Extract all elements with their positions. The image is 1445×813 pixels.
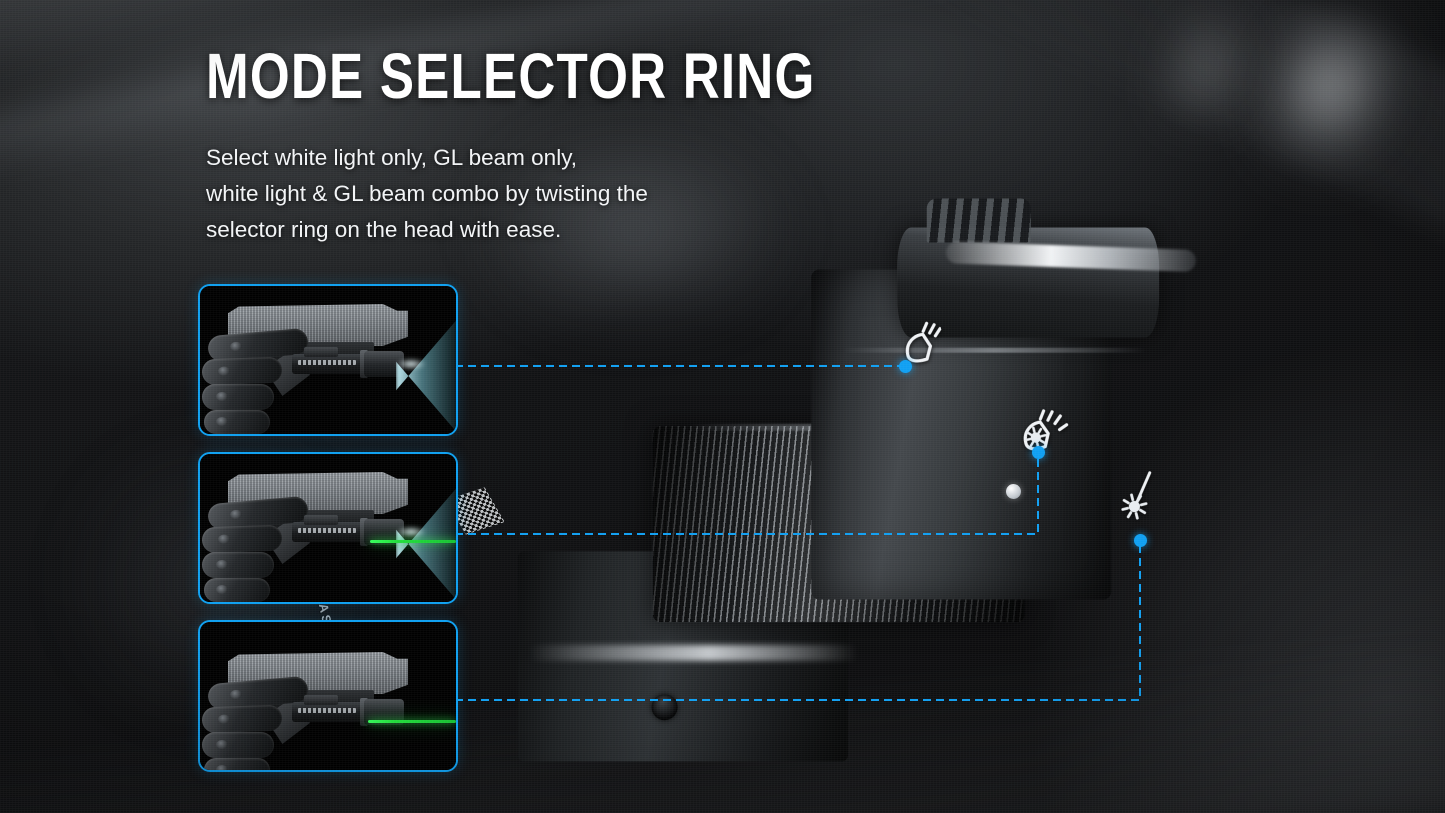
weapon-light <box>292 347 404 378</box>
bezel-crenellation <box>926 198 1031 243</box>
mode-preview-gl-beam[interactable] <box>198 620 458 772</box>
description-line: selector ring on the head with ease. <box>206 217 562 242</box>
description-text: Select white light only, GL beam only, w… <box>206 140 806 248</box>
gloved-hand <box>201 495 312 602</box>
connector-dot-combo <box>1032 446 1045 459</box>
preview-scene <box>200 622 456 770</box>
page-title: MODE SELECTOR RING <box>206 40 816 112</box>
green-laser-beam <box>370 540 456 543</box>
connector-dot-laser <box>1134 534 1147 547</box>
connector-dot-white <box>899 360 912 373</box>
preview-scene <box>200 454 456 602</box>
head-edge-highlight <box>841 347 1148 353</box>
beam-hotspot <box>396 358 426 370</box>
gloved-hand <box>201 327 312 434</box>
green-laser-beam <box>368 720 456 723</box>
description-line: white light & GL beam combo by twisting … <box>206 181 648 206</box>
gloved-hand <box>201 675 312 770</box>
preview-scene <box>200 286 456 434</box>
selector-position-indicator-dot <box>1006 484 1021 499</box>
description-line: Select white light only, GL beam only, <box>206 145 578 170</box>
beam-hotspot <box>396 526 426 538</box>
body-specular-highlight <box>527 644 858 661</box>
mode-preview-white-light[interactable] <box>198 284 458 436</box>
mode-preview-combo[interactable] <box>198 452 458 604</box>
